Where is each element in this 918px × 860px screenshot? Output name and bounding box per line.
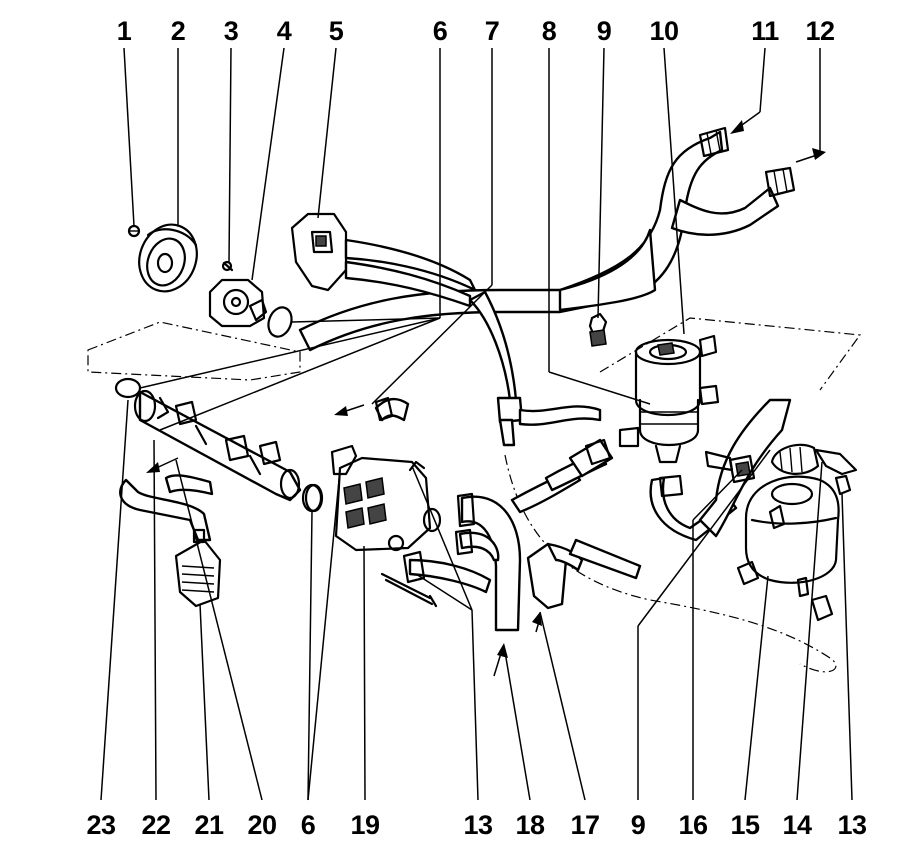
callout-13-bottom-right: 13 bbox=[837, 810, 867, 840]
callout-13-bottom-left: 13 bbox=[463, 810, 493, 840]
callout-21: 21 bbox=[194, 810, 224, 840]
pipe-clamp-c bbox=[258, 440, 282, 466]
pipe-clamp-b bbox=[224, 434, 250, 462]
lower-hose-13 bbox=[456, 492, 522, 632]
level-sensor bbox=[834, 474, 852, 496]
housing-bolt bbox=[380, 572, 438, 608]
pulley-bolt bbox=[127, 224, 141, 238]
thermostat-housing bbox=[334, 456, 442, 552]
engine-outline-left bbox=[87, 321, 301, 381]
hose-clamp-12 bbox=[764, 166, 796, 198]
oil-cooler-hose bbox=[119, 474, 214, 542]
coolant-filter-canister bbox=[618, 334, 720, 464]
callout-9-top: 9 bbox=[596, 16, 612, 46]
coolant-pipe-left bbox=[114, 377, 323, 513]
flow-arrow-11 bbox=[730, 111, 761, 134]
callout-18: 18 bbox=[515, 810, 545, 840]
callout-23: 23 bbox=[86, 810, 116, 840]
callout-7: 7 bbox=[484, 16, 500, 46]
callout-11: 11 bbox=[751, 16, 779, 46]
callout-19: 19 bbox=[350, 810, 380, 840]
pump-bolt bbox=[221, 260, 234, 272]
callout-4: 4 bbox=[276, 16, 292, 46]
hose-lower-left bbox=[402, 550, 492, 594]
hose-clamp-11 bbox=[698, 126, 730, 158]
callout-6-bottom: 6 bbox=[300, 810, 316, 840]
callout-1: 1 bbox=[116, 16, 132, 46]
pump-o-ring bbox=[267, 306, 293, 338]
callout-17: 17 bbox=[570, 810, 600, 840]
hose-connector-17 bbox=[526, 542, 584, 610]
tank-sensor-left bbox=[736, 560, 760, 586]
callout-16: 16 bbox=[678, 810, 708, 840]
engine-outline-right bbox=[599, 317, 862, 391]
coolant-flange-housing bbox=[290, 212, 477, 308]
callout-3: 3 bbox=[223, 16, 239, 46]
callout-6-top: 6 bbox=[432, 16, 448, 46]
flow-arrow-7 bbox=[334, 404, 365, 416]
main-bypass-hose bbox=[298, 130, 780, 352]
callout-5: 5 bbox=[328, 16, 344, 46]
callout-20: 20 bbox=[247, 810, 277, 840]
water-pump-pulley bbox=[138, 223, 198, 293]
lower-hose-b bbox=[454, 528, 500, 562]
oil-cooler bbox=[174, 528, 222, 608]
leader-lines-bottom bbox=[100, 399, 853, 801]
callout-8: 8 bbox=[541, 16, 557, 46]
water-pump bbox=[208, 278, 268, 328]
expansion-tank-mount-outline bbox=[504, 454, 837, 673]
tank-sensor-right bbox=[796, 576, 834, 622]
callout-2: 2 bbox=[170, 16, 186, 46]
hose-end-7 bbox=[374, 396, 410, 422]
leader-lines-top bbox=[123, 47, 821, 431]
expansion-tank-cap bbox=[770, 443, 858, 476]
flow-arrow-12 bbox=[795, 148, 826, 163]
coolant-sensor bbox=[588, 312, 608, 347]
heater-hose-center bbox=[468, 290, 602, 447]
housing-gasket bbox=[330, 444, 358, 476]
flow-arrow-17 bbox=[532, 612, 542, 633]
expansion-tank bbox=[744, 475, 840, 584]
callout-22: 22 bbox=[141, 810, 171, 840]
flow-arrow-22 bbox=[146, 457, 179, 473]
heater-return-pipe bbox=[510, 438, 642, 580]
callout-12: 12 bbox=[805, 16, 835, 46]
callout-14: 14 bbox=[782, 810, 812, 840]
callout-10: 10 bbox=[649, 16, 679, 46]
callout-9-bottom: 9 bbox=[630, 810, 646, 840]
pipe-clamp-a bbox=[174, 400, 198, 426]
callout-15: 15 bbox=[730, 810, 760, 840]
thermostat-o-ring bbox=[304, 483, 324, 513]
